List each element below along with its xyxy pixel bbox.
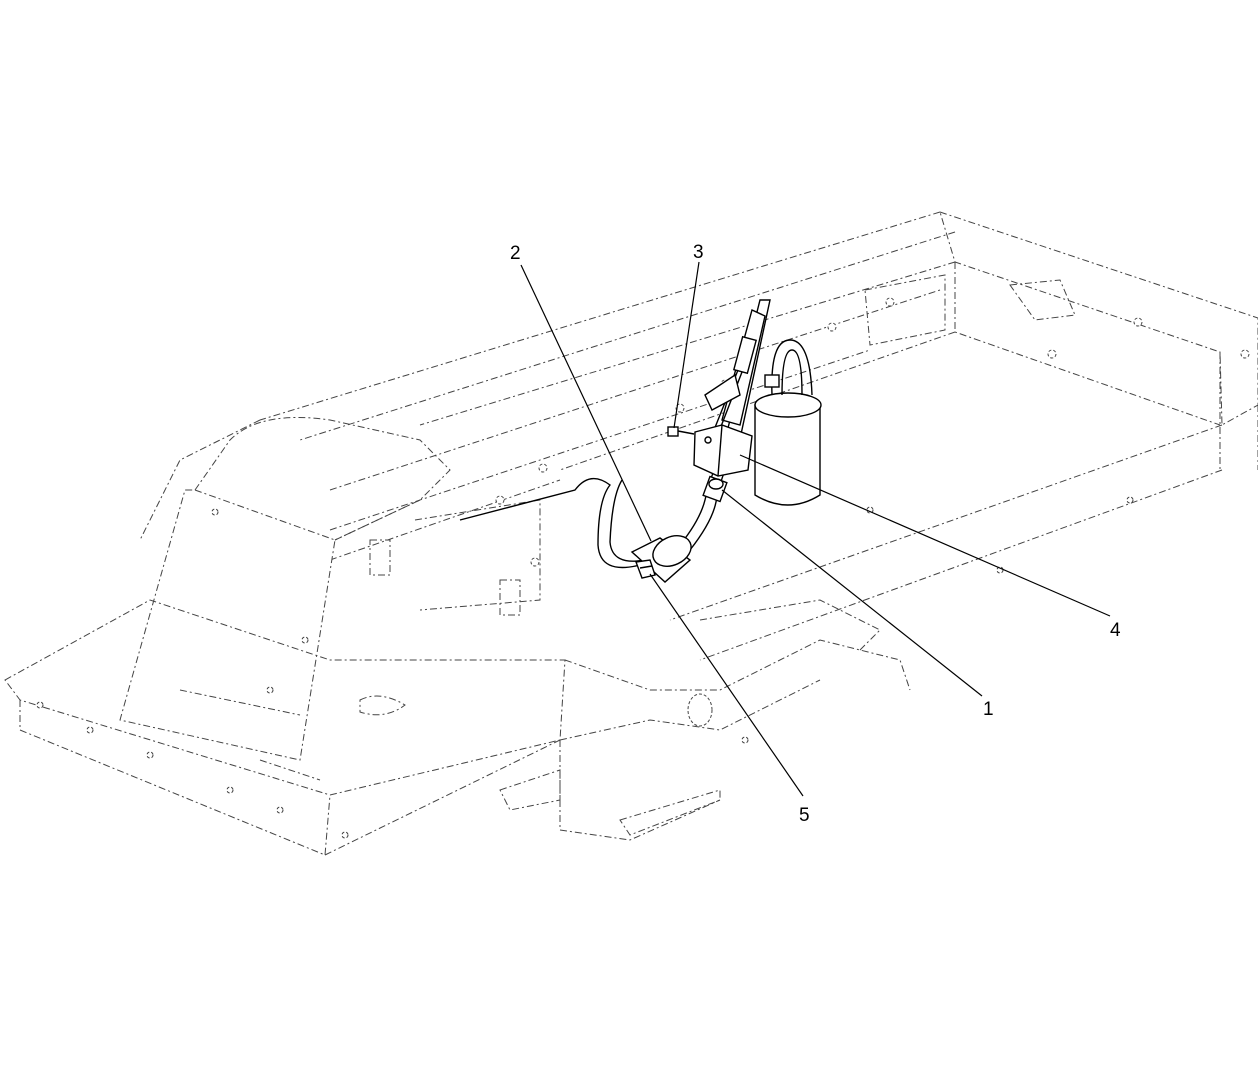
chassis-frame-phantom	[4, 211, 1258, 856]
leader-line-5	[649, 573, 804, 797]
leader-line-2	[520, 264, 652, 542]
leader-lines	[520, 261, 1111, 797]
leader-line-4	[739, 454, 1111, 617]
callout-2: 2	[510, 243, 521, 264]
fuel-hose	[459, 477, 641, 569]
fuel-tank-canister	[754, 339, 822, 506]
leader-line-3	[673, 261, 700, 429]
callout-5: 5	[799, 805, 810, 826]
leader-line-1	[721, 489, 983, 697]
pump-bracket	[693, 424, 753, 477]
callouts: 2 3 4 1 5	[510, 242, 1121, 826]
inline-fuel-filter	[630, 535, 692, 583]
callout-1: 1	[983, 699, 994, 720]
callout-3: 3	[693, 242, 704, 263]
fuel-system-parts	[459, 299, 822, 583]
callout-4: 4	[1110, 620, 1121, 641]
fuel-hose-inner	[609, 479, 646, 562]
bolt	[667, 426, 695, 437]
